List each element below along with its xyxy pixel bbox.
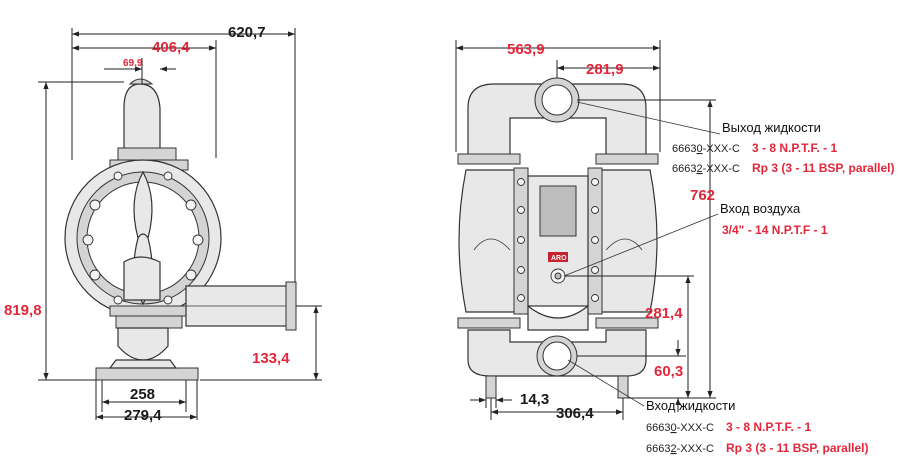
dim-inlet-height: 133,4 [252, 350, 290, 367]
fluid-inlet-label: Вход жидкости [646, 398, 735, 413]
dim-inner-width: 406,4 [152, 39, 190, 56]
right-pump-front-view: ARO [457, 77, 659, 399]
housing-bolts [82, 171, 204, 305]
left-pump-side-view [64, 78, 297, 381]
dim-air-height: 281,4 [645, 305, 683, 322]
aro-badge-text: ARO [551, 255, 567, 262]
fluid-inlet-code-1: 66630-XXX-C [646, 422, 714, 434]
fluid-outlet-code-2: 66632-XXX-C [672, 163, 740, 175]
fluid-inlet-callout: Вход жидкости 66630-XXX-C 3 - 8 N.P.T.F.… [646, 398, 869, 455]
leader-lines [563, 101, 721, 407]
air-inlet-label: Вход воздуха [720, 201, 801, 216]
fluid-outlet-code-1: 66630-XXX-C [672, 143, 740, 155]
air-inlet-callout: Вход воздуха 3/4" - 14 N.P.T.F - 1 [720, 201, 828, 237]
dim-overall-width: 620,7 [228, 24, 266, 41]
fluid-inlet-spec-2: Rp 3 (3 - 11 BSP, parallel) [726, 441, 869, 455]
clamp-bolts [517, 178, 599, 302]
right-dimensions: 563,9 281,9 762 281,4 60,3 14,3 306,4 [455, 40, 716, 422]
aro-badge [548, 252, 568, 262]
dim-height: 819,8 [4, 302, 42, 319]
dim-bottom-height: 60,3 [654, 363, 683, 380]
dim-small-offset: 69,9 [123, 58, 143, 69]
dim-base-outer: 279,4 [124, 407, 162, 424]
left-dimensions: 620,7 406,4 69,9 819,8 133,4 258 279,4 [4, 24, 322, 424]
dim-base-width: 306,4 [556, 405, 594, 422]
fluid-outlet-spec-2: Rp 3 (3 - 11 BSP, parallel) [752, 161, 895, 175]
dim-half-width: 281,9 [586, 61, 624, 78]
fluid-outlet-label: Выход жидкости [722, 120, 821, 135]
dim-width: 563,9 [507, 41, 545, 58]
fluid-outlet-callout: Выход жидкости 66630-XXX-C 3 - 8 N.P.T.F… [672, 120, 895, 175]
dim-offset-small: 14,3 [520, 391, 549, 408]
dim-height: 762 [690, 187, 715, 204]
air-inlet-spec: 3/4" - 14 N.P.T.F - 1 [722, 223, 828, 237]
fluid-inlet-code-2: 66632-XXX-C [646, 443, 714, 455]
dim-base-inner: 258 [130, 386, 155, 403]
fluid-outlet-spec-1: 3 - 8 N.P.T.F. - 1 [752, 141, 837, 155]
fluid-inlet-spec-1: 3 - 8 N.P.T.F. - 1 [726, 420, 811, 434]
